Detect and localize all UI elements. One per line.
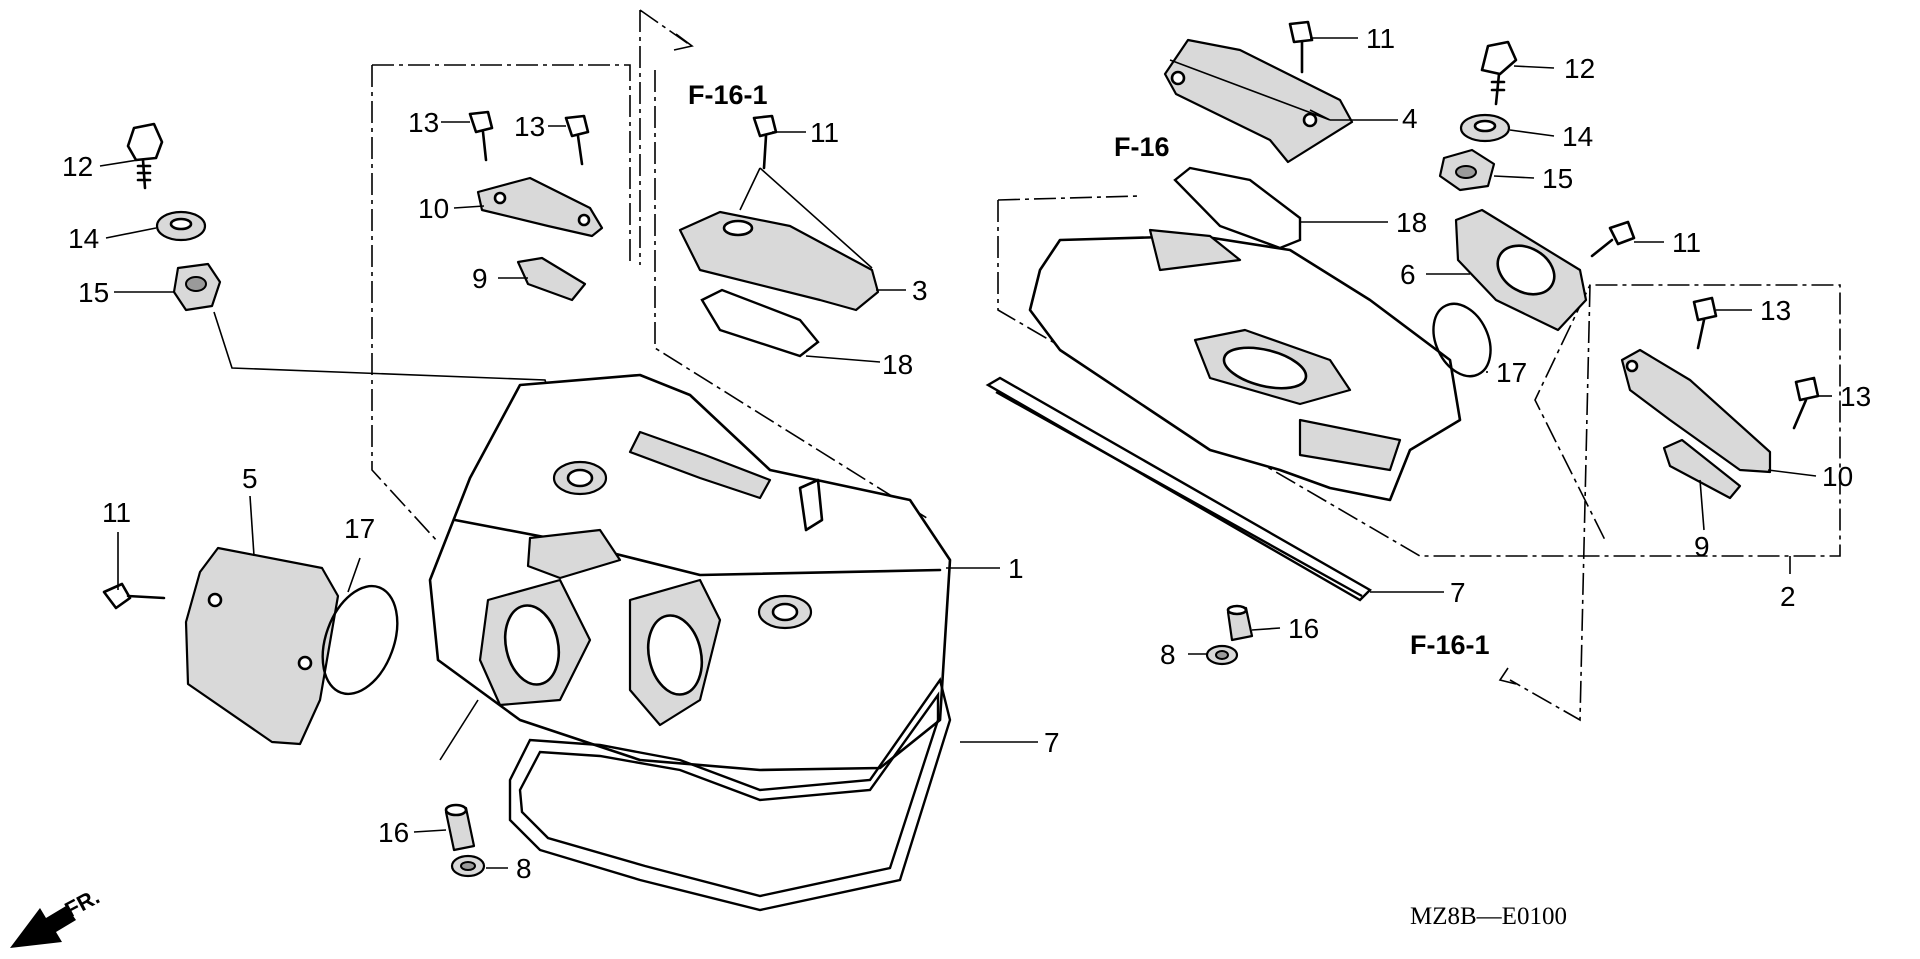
cover-plate-4 bbox=[1163, 38, 1354, 164]
callout-8-left: 8 bbox=[516, 853, 532, 884]
leader-lines bbox=[99, 37, 1832, 869]
callout-4: 4 bbox=[1402, 103, 1418, 134]
grommet-15-right bbox=[1438, 148, 1496, 192]
o-ring-17-right bbox=[1432, 302, 1492, 378]
callout-7-left: 7 bbox=[1044, 727, 1060, 758]
gasket-7-left bbox=[508, 677, 952, 912]
callout-5: 5 bbox=[242, 463, 258, 494]
breather-plate-10-right bbox=[1620, 348, 1772, 474]
callout-3: 3 bbox=[912, 275, 928, 306]
seal-8-right bbox=[1205, 644, 1239, 666]
head-cover-right bbox=[1028, 228, 1462, 502]
callout-11-side: 11 bbox=[102, 497, 131, 528]
bolt-13-right-a bbox=[1692, 296, 1718, 350]
bolt-11-top-right bbox=[1288, 20, 1314, 74]
callout-6: 6 bbox=[1400, 259, 1416, 290]
callout-16-right: 16 bbox=[1288, 613, 1319, 644]
callout-18-left: 18 bbox=[882, 349, 913, 380]
gasket-7-right bbox=[985, 376, 1372, 602]
callout-15-right: 15 bbox=[1542, 163, 1573, 194]
callout-16-left: 16 bbox=[378, 817, 409, 848]
callout-10-right: 10 bbox=[1822, 461, 1853, 492]
bolt-12-left bbox=[126, 122, 164, 190]
flow-arrow-head-right bbox=[1498, 667, 1517, 685]
callout-13-left-b: 13 bbox=[514, 111, 545, 142]
callout-2: 2 bbox=[1780, 581, 1796, 612]
callout-17-left: 17 bbox=[344, 513, 375, 544]
callout-11-top-left: 11 bbox=[810, 117, 839, 148]
callout-7-right: 7 bbox=[1450, 577, 1466, 608]
bolt-11-top-left bbox=[752, 114, 778, 170]
callout-13-right-a: 13 bbox=[1760, 295, 1791, 326]
callout-14-right: 14 bbox=[1562, 121, 1593, 152]
breather-gasket-9-left bbox=[516, 256, 587, 302]
cover-plate-3 bbox=[678, 210, 880, 312]
ref-label-f16-1-top: F-16-1 bbox=[688, 80, 768, 110]
breather-plate-10-left bbox=[476, 176, 604, 238]
bolt-11-right-side bbox=[1590, 220, 1636, 258]
washer-14-left bbox=[155, 210, 207, 242]
ref-label-f16-1-bottom: F-16-1 bbox=[1410, 630, 1490, 660]
callout-1: 1 bbox=[1008, 553, 1024, 584]
gasket-7-left-inner bbox=[518, 691, 940, 898]
front-direction-arrow-icon bbox=[10, 906, 76, 948]
side-cover-6 bbox=[1454, 208, 1588, 332]
gasket-7-right-inner bbox=[995, 390, 1363, 598]
bolt-13-left-b bbox=[564, 114, 590, 166]
callout-9-left: 9 bbox=[472, 263, 488, 294]
spacer-16-left bbox=[444, 803, 476, 852]
callout-17-right: 17 bbox=[1496, 357, 1527, 388]
callout-14-left: 14 bbox=[68, 223, 99, 254]
callout-10-left: 10 bbox=[418, 193, 449, 224]
callout-15-left: 15 bbox=[78, 277, 109, 308]
group-outline-left-cover bbox=[371, 9, 931, 543]
grommet-15-left bbox=[172, 262, 222, 312]
head-cover-1 bbox=[428, 373, 952, 772]
breather-gasket-9-right bbox=[1662, 438, 1742, 500]
bolt-13-right-b bbox=[1792, 376, 1820, 430]
group-outline-right-breather bbox=[1509, 284, 1591, 722]
spacer-16-right bbox=[1226, 604, 1254, 642]
bolt-13-left-a bbox=[468, 110, 494, 162]
bolt-11-side bbox=[102, 582, 166, 610]
ref-label-f16: F-16 bbox=[1114, 132, 1170, 162]
callout-13-right-b: 13 bbox=[1840, 381, 1871, 412]
flow-arrow-head-left bbox=[673, 33, 694, 51]
callout-9-right: 9 bbox=[1694, 531, 1710, 562]
callout-numbers: 12 14 15 13 13 10 9 11 3 18 5 11 17 1 7 … bbox=[62, 23, 1871, 884]
bolt-12-right bbox=[1480, 40, 1518, 106]
seal-8-left bbox=[450, 854, 486, 878]
callout-11-right-side: 11 bbox=[1672, 227, 1701, 258]
diagram-code: MZ8B—E0100 bbox=[1410, 903, 1567, 930]
callout-12-right: 12 bbox=[1564, 53, 1595, 84]
callout-11-top-right: 11 bbox=[1366, 23, 1395, 54]
callout-8-right: 8 bbox=[1160, 639, 1176, 670]
leader-16-to-cover bbox=[439, 699, 479, 761]
o-ring-17-left bbox=[321, 584, 399, 696]
callout-12-left: 12 bbox=[62, 151, 93, 182]
gasket-18-left bbox=[700, 288, 820, 358]
side-cover-5 bbox=[184, 546, 340, 746]
washer-14-right bbox=[1459, 113, 1511, 143]
callout-13-left-a: 13 bbox=[408, 107, 439, 138]
callout-18-right: 18 bbox=[1396, 207, 1427, 238]
gasket-18-right bbox=[1173, 166, 1302, 250]
